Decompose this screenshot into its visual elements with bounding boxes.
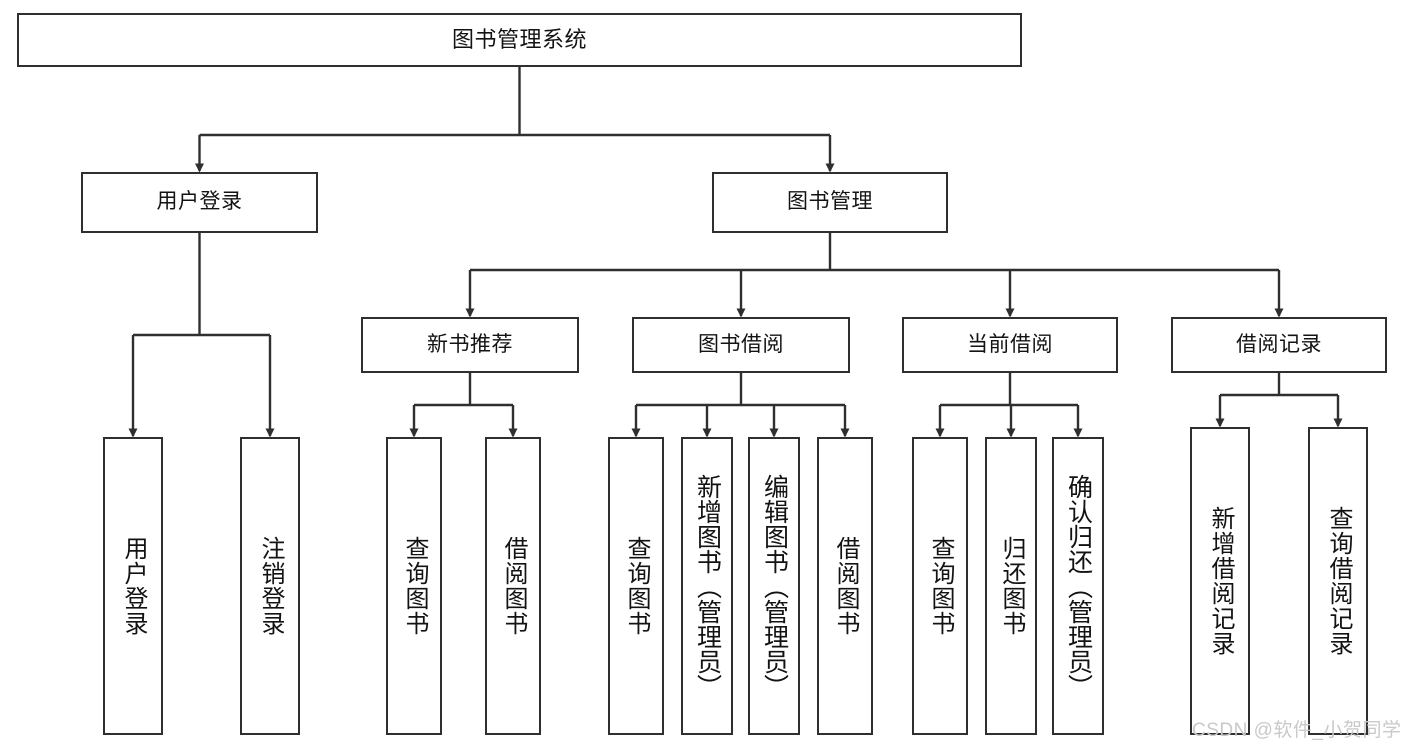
watermark: CSDN @软件_小贺同学	[1192, 720, 1402, 741]
node-label: 当前借阅	[967, 332, 1053, 356]
node-label: 查询图书	[927, 536, 954, 636]
node-b-lend[interactable]: 借阅图书	[817, 437, 873, 735]
node-login[interactable]: 用户登录	[81, 172, 318, 233]
node-n-borrow[interactable]: 借阅图书	[485, 437, 541, 735]
node-label: 查询图书	[623, 536, 650, 636]
node-label: 借阅图书	[500, 536, 527, 636]
node-n-query[interactable]: 查询图书	[386, 437, 442, 735]
node-label: 新书推荐	[427, 332, 513, 356]
node-label: 查询图书	[401, 536, 428, 636]
node-r-add[interactable]: 新增借阅记录	[1190, 427, 1250, 735]
node-label: 编辑图书（管理员）	[760, 473, 789, 699]
node-r-query[interactable]: 查询借阅记录	[1308, 427, 1368, 735]
node-b-add[interactable]: 新增图书（管理员）	[681, 437, 733, 735]
node-records[interactable]: 借阅记录	[1171, 317, 1387, 373]
node-c-confirm[interactable]: 确认归还（管理员）	[1052, 437, 1104, 735]
node-l-login[interactable]: 用户登录	[103, 437, 163, 735]
node-c-query[interactable]: 查询图书	[912, 437, 968, 735]
node-label: 用户登录	[156, 190, 243, 214]
node-label: 图书管理	[787, 190, 873, 214]
node-label: 查询借阅记录	[1325, 506, 1352, 656]
node-b-query[interactable]: 查询图书	[608, 437, 664, 735]
node-l-logout[interactable]: 注销登录	[240, 437, 300, 735]
node-label: 借阅记录	[1236, 332, 1322, 356]
node-label: 借阅图书	[832, 536, 859, 636]
node-label: 用户登录	[120, 536, 147, 636]
node-borrow[interactable]: 图书借阅	[632, 317, 850, 373]
node-current[interactable]: 当前借阅	[902, 317, 1118, 373]
node-label: 注销登录	[257, 536, 284, 636]
node-c-return[interactable]: 归还图书	[985, 437, 1037, 735]
node-label: 新增借阅记录	[1207, 506, 1234, 656]
node-b-edit[interactable]: 编辑图书（管理员）	[748, 437, 800, 735]
node-bookmgmt[interactable]: 图书管理	[712, 172, 948, 233]
node-label: 确认归还（管理员）	[1064, 473, 1093, 699]
node-newbook[interactable]: 新书推荐	[361, 317, 579, 373]
node-label: 图书管理系统	[451, 27, 587, 53]
node-label: 新增图书（管理员）	[693, 473, 722, 699]
node-root[interactable]: 图书管理系统	[17, 13, 1022, 67]
node-label: 图书借阅	[698, 332, 784, 356]
node-label: 归还图书	[998, 536, 1025, 636]
